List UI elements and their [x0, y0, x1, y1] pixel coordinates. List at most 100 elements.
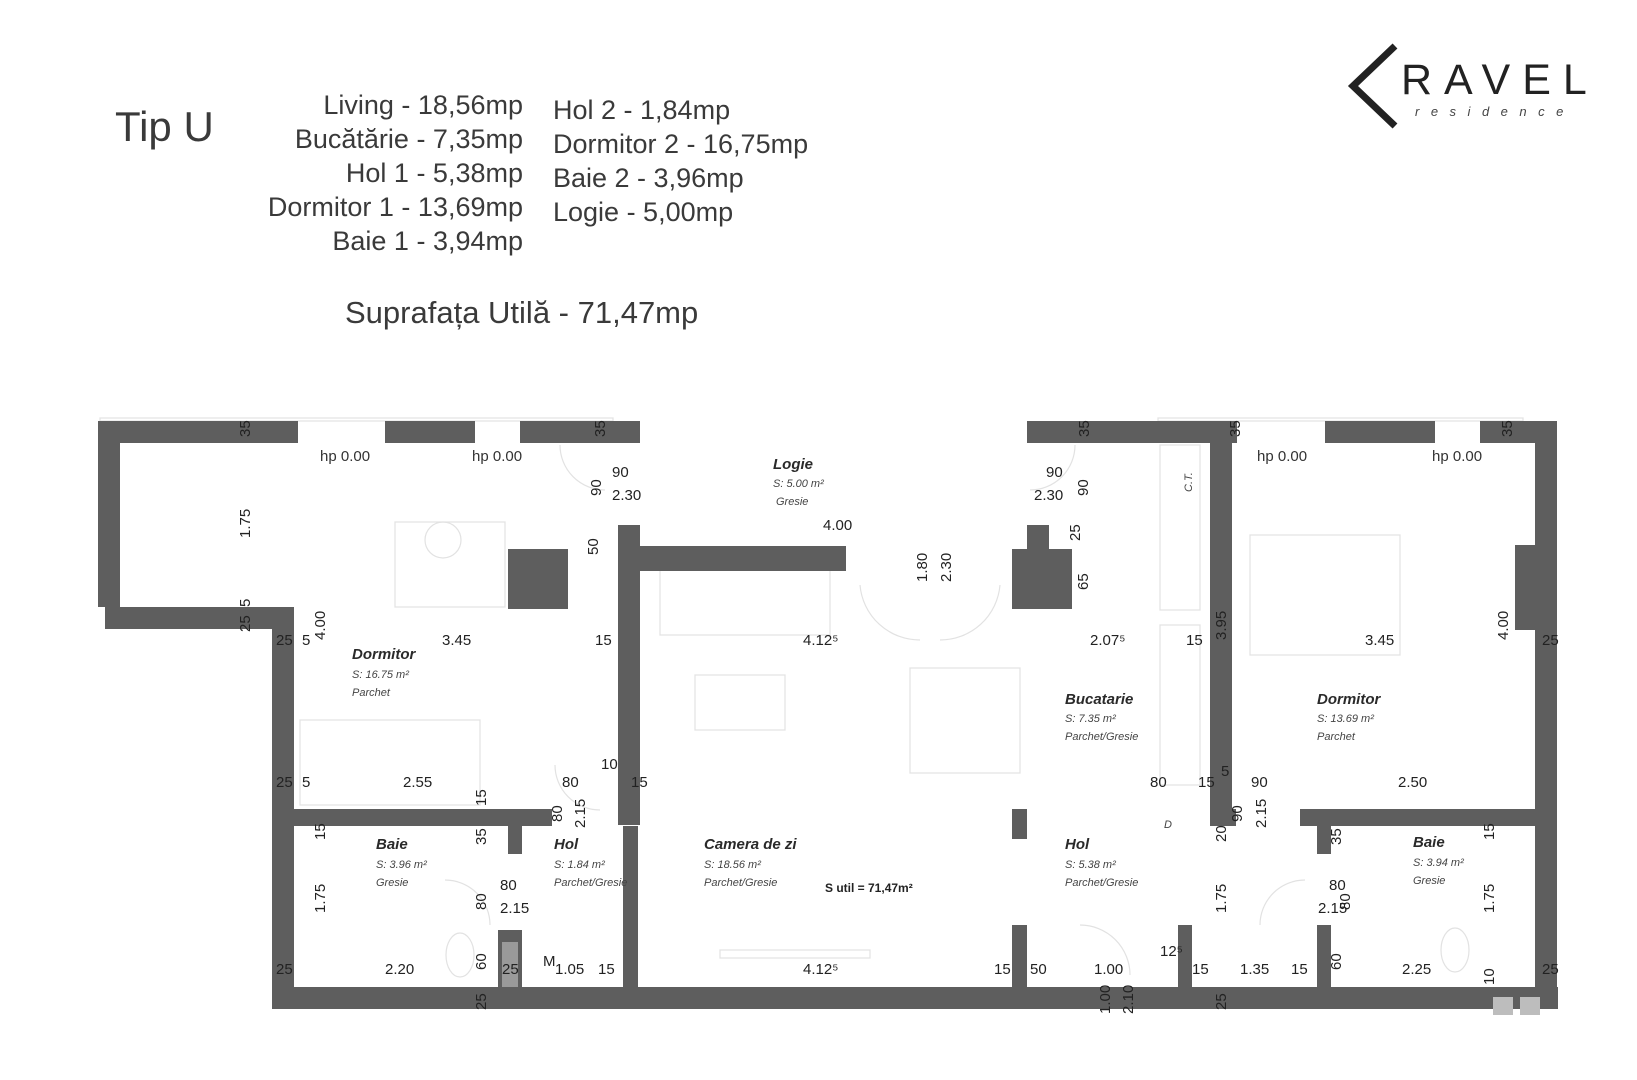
room-floor: Parchet — [352, 687, 391, 699]
dim-label: 50 — [585, 538, 602, 555]
dim-label: 25 — [237, 615, 254, 632]
s-util-label: S util = 71,47m² — [825, 881, 913, 895]
room-area: S: 5.00 m² — [773, 478, 824, 490]
room-name: Baie — [1413, 834, 1445, 851]
dim-label: 25 — [473, 993, 490, 1010]
dim-label: 25 — [1067, 524, 1084, 541]
dim-label: 35 — [1076, 420, 1093, 437]
room-areas-left: Living - 18,56mp Bucătărie - 7,35mp Hol … — [200, 88, 523, 258]
dim-label: 90 — [1075, 479, 1092, 496]
dim-label: 25 — [502, 961, 519, 978]
dim-label: 4.12⁵ — [803, 961, 838, 978]
room-hol-entry: Hol S: 5.38 m² Parchet/Gresie — [1065, 836, 1138, 889]
dim-label: 1.75 — [1481, 884, 1498, 913]
dim-label: 20 — [1213, 825, 1230, 842]
dim-label: 1.35 — [1240, 961, 1269, 978]
dim-label: 65 — [1075, 573, 1092, 590]
dim-label: 80 — [500, 877, 517, 894]
dim-label: 35 — [473, 828, 490, 845]
room-name: Hol — [1065, 836, 1090, 853]
room-name: Dormitor — [1317, 691, 1381, 708]
dim-label: 25 — [1542, 961, 1559, 978]
room-area: S: 18.56 m² — [704, 859, 761, 871]
room-name: Camera de zi — [704, 836, 797, 853]
dim-label: 5 — [302, 632, 310, 649]
dim-label: 5 — [302, 774, 310, 791]
m-label: M — [543, 953, 556, 970]
entrance-gap — [1073, 1009, 1165, 1011]
dim-label: 1.00 — [1094, 961, 1123, 978]
area-baie-2: Baie 2 - 3,96mp — [553, 163, 744, 193]
room-floor: Parchet — [1317, 731, 1356, 743]
shaft — [1520, 997, 1540, 1015]
dim-label: 35 — [1499, 420, 1516, 437]
room-dormitor-right: Dormitor S: 13.69 m² Parchet — [1317, 691, 1381, 743]
room-area: S: 7.35 m² — [1065, 713, 1116, 725]
dim-label: 1.75 — [1213, 884, 1230, 913]
room-name: Dormitor — [352, 646, 416, 663]
dim-label: 90 — [1046, 464, 1063, 481]
dim-label: 4.00 — [312, 611, 329, 640]
area-bucatarie: Bucătărie - 7,35mp — [294, 124, 523, 154]
dim-label: 25 — [276, 774, 293, 791]
area-hol-1: Hol 1 - 5,38mp — [345, 158, 523, 188]
dim-label: 1.00 — [1097, 985, 1114, 1014]
room-floor: Parchet/Gresie — [1065, 877, 1138, 889]
logo-word: RAVEL — [1401, 56, 1599, 104]
dim-label: 15 — [1186, 632, 1203, 649]
room-floor: Gresie — [1413, 875, 1445, 887]
dim-label: 2.25 — [1402, 961, 1431, 978]
hp-label: hp 0.00 — [1432, 448, 1482, 465]
dim-label: 2.30 — [1034, 487, 1063, 504]
dim-label: 15 — [1481, 823, 1498, 840]
room-name: Hol — [554, 836, 579, 853]
dim-label: 90 — [1251, 774, 1268, 791]
dim-label: 2.50 — [1398, 774, 1427, 791]
dim-label: 12⁵ — [1160, 943, 1183, 960]
room-areas-right: Hol 2 - 1,84mp Dormitor 2 - 16,75mp Baie… — [553, 93, 808, 229]
dim-label: 10 — [601, 756, 618, 773]
dim-label: 15 — [1291, 961, 1308, 978]
room-baie-right: Baie S: 3.94 m² Gresie — [1413, 834, 1464, 887]
room-name: Bucatarie — [1065, 691, 1133, 708]
dim-label: 2.55 — [403, 774, 432, 791]
dim-label: 90 — [588, 479, 605, 496]
dim-label: 2.10 — [1120, 985, 1137, 1014]
dim-label: 3.45 — [1365, 632, 1394, 649]
dim-label: 1.75 — [237, 509, 254, 538]
dim-label: 5 — [237, 599, 254, 607]
dim-label: 90 — [612, 464, 629, 481]
dim-label: 25 — [276, 632, 293, 649]
area-logie: Logie - 5,00mp — [553, 197, 734, 227]
dim-label: 80 — [1150, 774, 1167, 791]
dim-label: 15 — [1198, 774, 1215, 791]
dim-label: 25 — [1213, 993, 1230, 1010]
room-dormitor-left: Dormitor S: 16.75 m² Parchet — [352, 646, 416, 699]
dim-label: 2.07⁵ — [1090, 632, 1125, 649]
dim-label: 15 — [473, 789, 490, 806]
area-dormitor-2: Dormitor 2 - 16,75mp — [553, 129, 809, 159]
dim-label: 1.75 — [312, 884, 329, 913]
hp-label: hp 0.00 — [472, 448, 522, 465]
area-hol-2: Hol 2 - 1,84mp — [553, 95, 731, 125]
dim-label: 15 — [631, 774, 648, 791]
area-dormitor-1: Dormitor 1 - 13,69mp — [267, 192, 523, 222]
dim-label: 10 — [1481, 968, 1498, 985]
room-floor: Parchet/Gresie — [554, 877, 627, 889]
dim-label: 35 — [592, 420, 609, 437]
dim-label: 50 — [1030, 961, 1047, 978]
dim-label: 15 — [994, 961, 1011, 978]
dim-label: 60 — [473, 953, 490, 970]
column — [1515, 545, 1557, 630]
dim-label: 1.80 — [914, 553, 931, 582]
room-logie: Logie S: 5.00 m² Gresie — [773, 456, 824, 508]
d-label: D — [1164, 819, 1172, 831]
dimension-labels: 35 35 35 35 35 90 90 2.30 90 90 2.30 4.0… — [237, 420, 1559, 1014]
shaft — [502, 942, 518, 987]
dim-label: 80 — [473, 893, 490, 910]
room-floor: Parchet/Gresie — [1065, 731, 1138, 743]
logo-tagline: residence — [1415, 104, 1575, 119]
dim-label: 2.30 — [938, 553, 955, 582]
dim-label: 35 — [1328, 828, 1345, 845]
